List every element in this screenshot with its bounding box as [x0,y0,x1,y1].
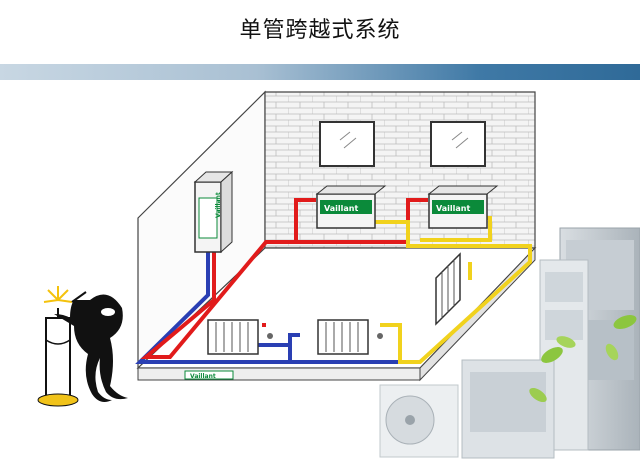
outdoor-unit-icon [379,227,640,459]
floor-edge [137,367,421,381]
leaves-decoration [529,315,637,403]
brick-wall [264,91,536,249]
title-divider-band [0,64,640,80]
radiator-icon [207,252,461,355]
page-title: 单管跨越式系统 [239,18,401,43]
window-icon [319,121,486,167]
welder-figure-icon [37,286,128,407]
boiler-icon: Vaillant Vaillant Vaillant [193,170,499,254]
boiler-brand-2: Vaillant [436,204,470,213]
mixed-pipe [372,216,532,364]
boiler-brand-side: Vaillant [215,192,222,218]
boiler-brand-1: Vaillant [324,204,358,213]
floor-brand: Vaillant [190,373,216,380]
